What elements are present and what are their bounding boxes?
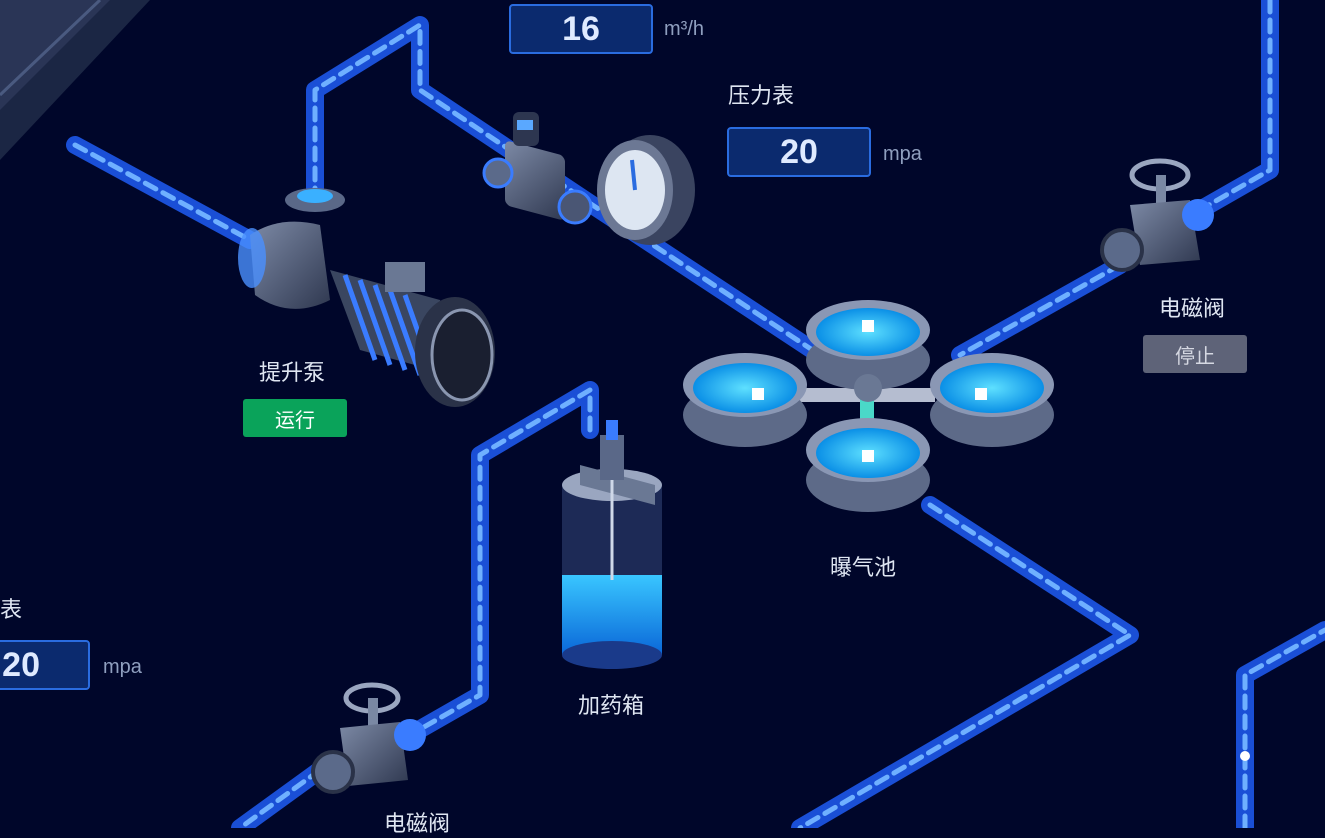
- lift-pump-status-button[interactable]: 运行: [243, 399, 347, 437]
- flow-meter-value: 16: [509, 4, 653, 54]
- building-corner: [0, 0, 150, 160]
- dosing-tank-label: 加药箱: [578, 693, 645, 718]
- flow-meter-unit: m³/h: [664, 18, 704, 40]
- flow-meter[interactable]: [482, 112, 593, 225]
- aeration-tank-label: 曝气池: [830, 555, 897, 580]
- valve-right-status-button[interactable]: 停止: [1143, 335, 1247, 373]
- lift-pump[interactable]: [238, 188, 495, 407]
- pressure-gauge-left-value: 20: [0, 640, 90, 690]
- lift-pump-label: 提升泵: [259, 360, 326, 385]
- pipe-network: [66, 0, 1325, 828]
- valve-bottom[interactable]: [311, 682, 426, 794]
- dosing-tank[interactable]: [562, 420, 662, 669]
- pressure-gauge-top-unit: mpa: [883, 143, 922, 165]
- aeration-tank[interactable]: [683, 300, 1054, 512]
- pressure-gauge-dial[interactable]: [597, 135, 695, 245]
- valve-right[interactable]: [1100, 158, 1214, 272]
- pressure-gauge-left-label: 表: [0, 597, 23, 622]
- valve-right-label: 电磁阀: [1159, 296, 1226, 321]
- pressure-gauge-left-unit: mpa: [103, 656, 142, 678]
- pressure-gauge-top-value: 20: [727, 127, 871, 177]
- valve-bottom-label: 电磁阀: [384, 811, 451, 836]
- pressure-gauge-top-label: 压力表: [728, 83, 795, 108]
